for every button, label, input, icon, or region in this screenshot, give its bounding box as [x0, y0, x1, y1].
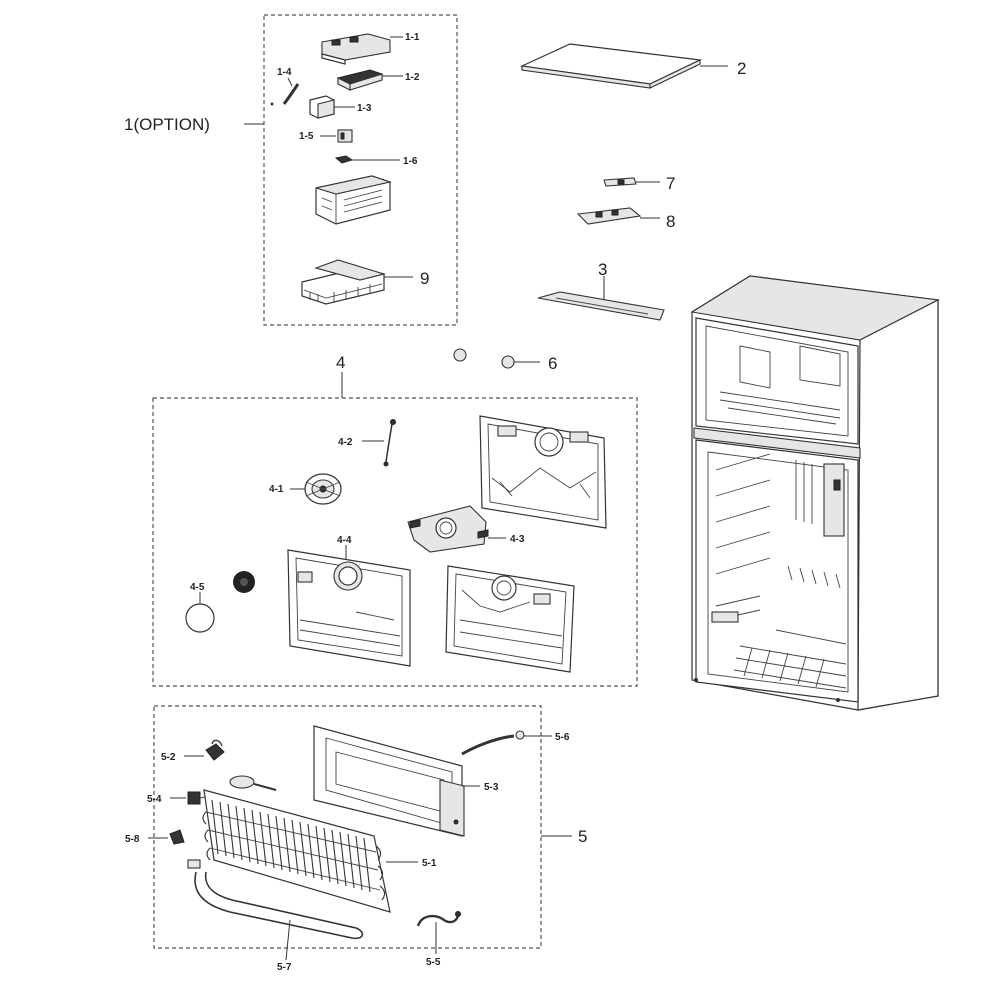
label-8: 8 — [666, 212, 675, 231]
label-5-2: 5-2 — [161, 752, 176, 763]
label-4-2: 4-2 — [338, 437, 353, 448]
part-7-bracket — [603, 177, 637, 187]
label-9: 9 — [420, 269, 429, 288]
part-9-ice-tray — [301, 259, 387, 305]
part-5-3-drain-pan — [313, 725, 465, 837]
part-1-4-wire — [270, 83, 300, 106]
part-1-2-ice-maker — [336, 69, 384, 91]
part-5-6-harness — [461, 730, 525, 756]
label-1-6: 1-6 — [403, 156, 418, 167]
label-5-4: 5-4 — [147, 794, 162, 805]
refrigerator-cabinet — [690, 275, 940, 711]
label-5-3: 5-3 — [484, 782, 499, 793]
label-4-4: 4-4 — [337, 535, 352, 546]
part-evaporator-cover-lower — [445, 565, 575, 673]
part-5-5-wire — [416, 911, 461, 927]
label-5-6: 5-6 — [555, 732, 570, 743]
part-4-2-sensor — [383, 419, 396, 467]
label-5-7: 5-7 — [277, 962, 292, 973]
label-1-4: 1-4 — [277, 67, 292, 78]
label-1-3: 1-3 — [357, 103, 372, 114]
label-2: 2 — [737, 59, 746, 78]
label-3: 3 — [598, 260, 607, 279]
label-5: 5 — [578, 827, 587, 846]
label-4-3: 4-3 — [510, 534, 525, 545]
part-4-3-fan-bracket — [407, 505, 489, 553]
label-1-2: 1-2 — [405, 72, 420, 83]
part-round-pad — [233, 571, 255, 593]
part-4-1-fan-motor — [304, 473, 342, 505]
part-1-3-motor-box — [309, 95, 335, 119]
group-5-box — [153, 705, 542, 949]
group-1-option-box — [263, 14, 458, 326]
label-4-5: 4-5 — [190, 582, 205, 593]
part-1-5-clip — [337, 129, 353, 143]
part-3-cover — [537, 291, 665, 321]
part-4-5-seal — [185, 603, 215, 633]
part-2-glass-shelf — [519, 43, 703, 89]
part-6-caps — [453, 348, 515, 369]
label-4-1: 4-1 — [269, 484, 284, 495]
label-1-5: 1-5 — [299, 131, 314, 142]
label-4: 4 — [336, 353, 345, 372]
part-5-7-defrost-heater — [187, 859, 364, 940]
label-5-1: 5-1 — [422, 858, 437, 869]
part-5-1-evaporator — [202, 775, 391, 913]
label-1-1: 1-1 — [405, 32, 420, 43]
label-7: 7 — [666, 174, 675, 193]
label-5-8: 5-8 — [125, 834, 140, 845]
part-5-2-connector — [205, 739, 225, 761]
part-4-4-evaporator-cover — [287, 549, 411, 667]
part-ice-bucket — [315, 175, 393, 225]
part-8-control-board — [576, 207, 642, 225]
group-4-box — [152, 397, 638, 687]
part-1-1-ice-maker-cover — [321, 33, 391, 65]
label-6: 6 — [548, 354, 557, 373]
part-1-6-sensor — [334, 155, 354, 164]
label-5-5: 5-5 — [426, 957, 441, 968]
part-evaporator-cover-upper — [479, 415, 607, 529]
part-5-8-fuse — [169, 829, 185, 845]
label-1-option: 1(OPTION) — [124, 115, 210, 134]
